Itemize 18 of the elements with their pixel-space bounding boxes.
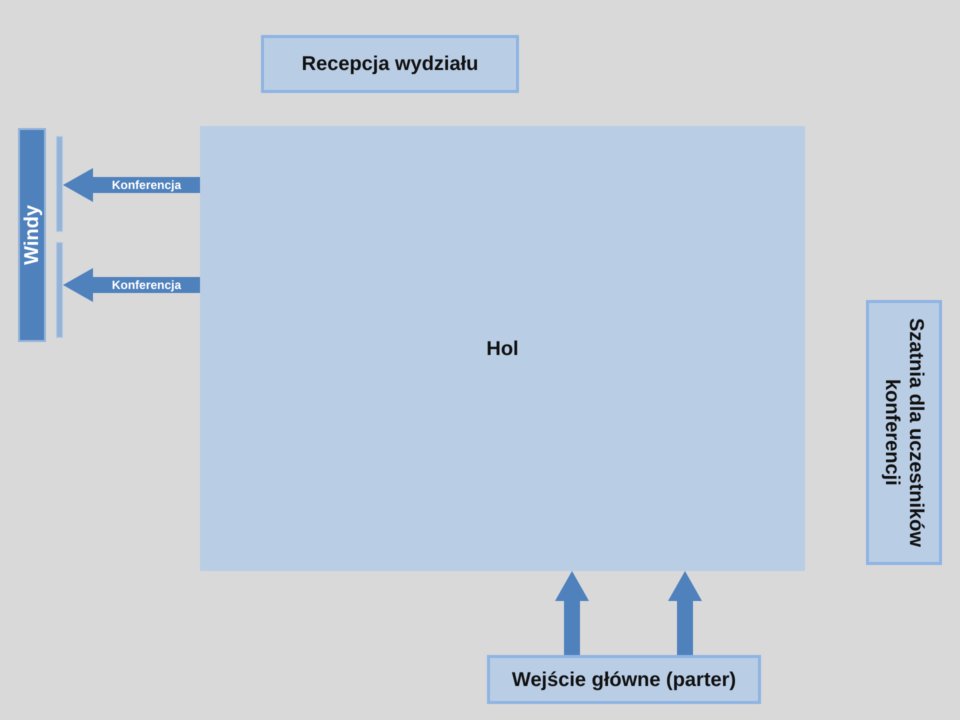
block-arrow: [555, 571, 589, 655]
entrance-label: Wejście główne (parter): [512, 668, 736, 692]
block-arrow: [63, 168, 200, 202]
room-label: Recepcja wydziału: [302, 52, 478, 76]
entrance-box: [487, 655, 761, 704]
elevator-block: [18, 128, 46, 342]
cloakroom-box: [866, 300, 942, 565]
elevator-label: Windy: [20, 205, 44, 265]
room-label: Szatnia dla uczestników konferencji: [880, 317, 928, 549]
hall-label: Hol: [486, 336, 519, 360]
reception-box: [261, 35, 519, 93]
block-arrow: [668, 571, 702, 655]
door-bar: [56, 242, 63, 338]
arrow-label: Konferencja: [112, 279, 182, 291]
block-arrow: [63, 268, 200, 302]
hall-area: [200, 126, 805, 571]
door-bar: [56, 136, 63, 232]
arrow-label: Konferencja: [112, 179, 182, 191]
